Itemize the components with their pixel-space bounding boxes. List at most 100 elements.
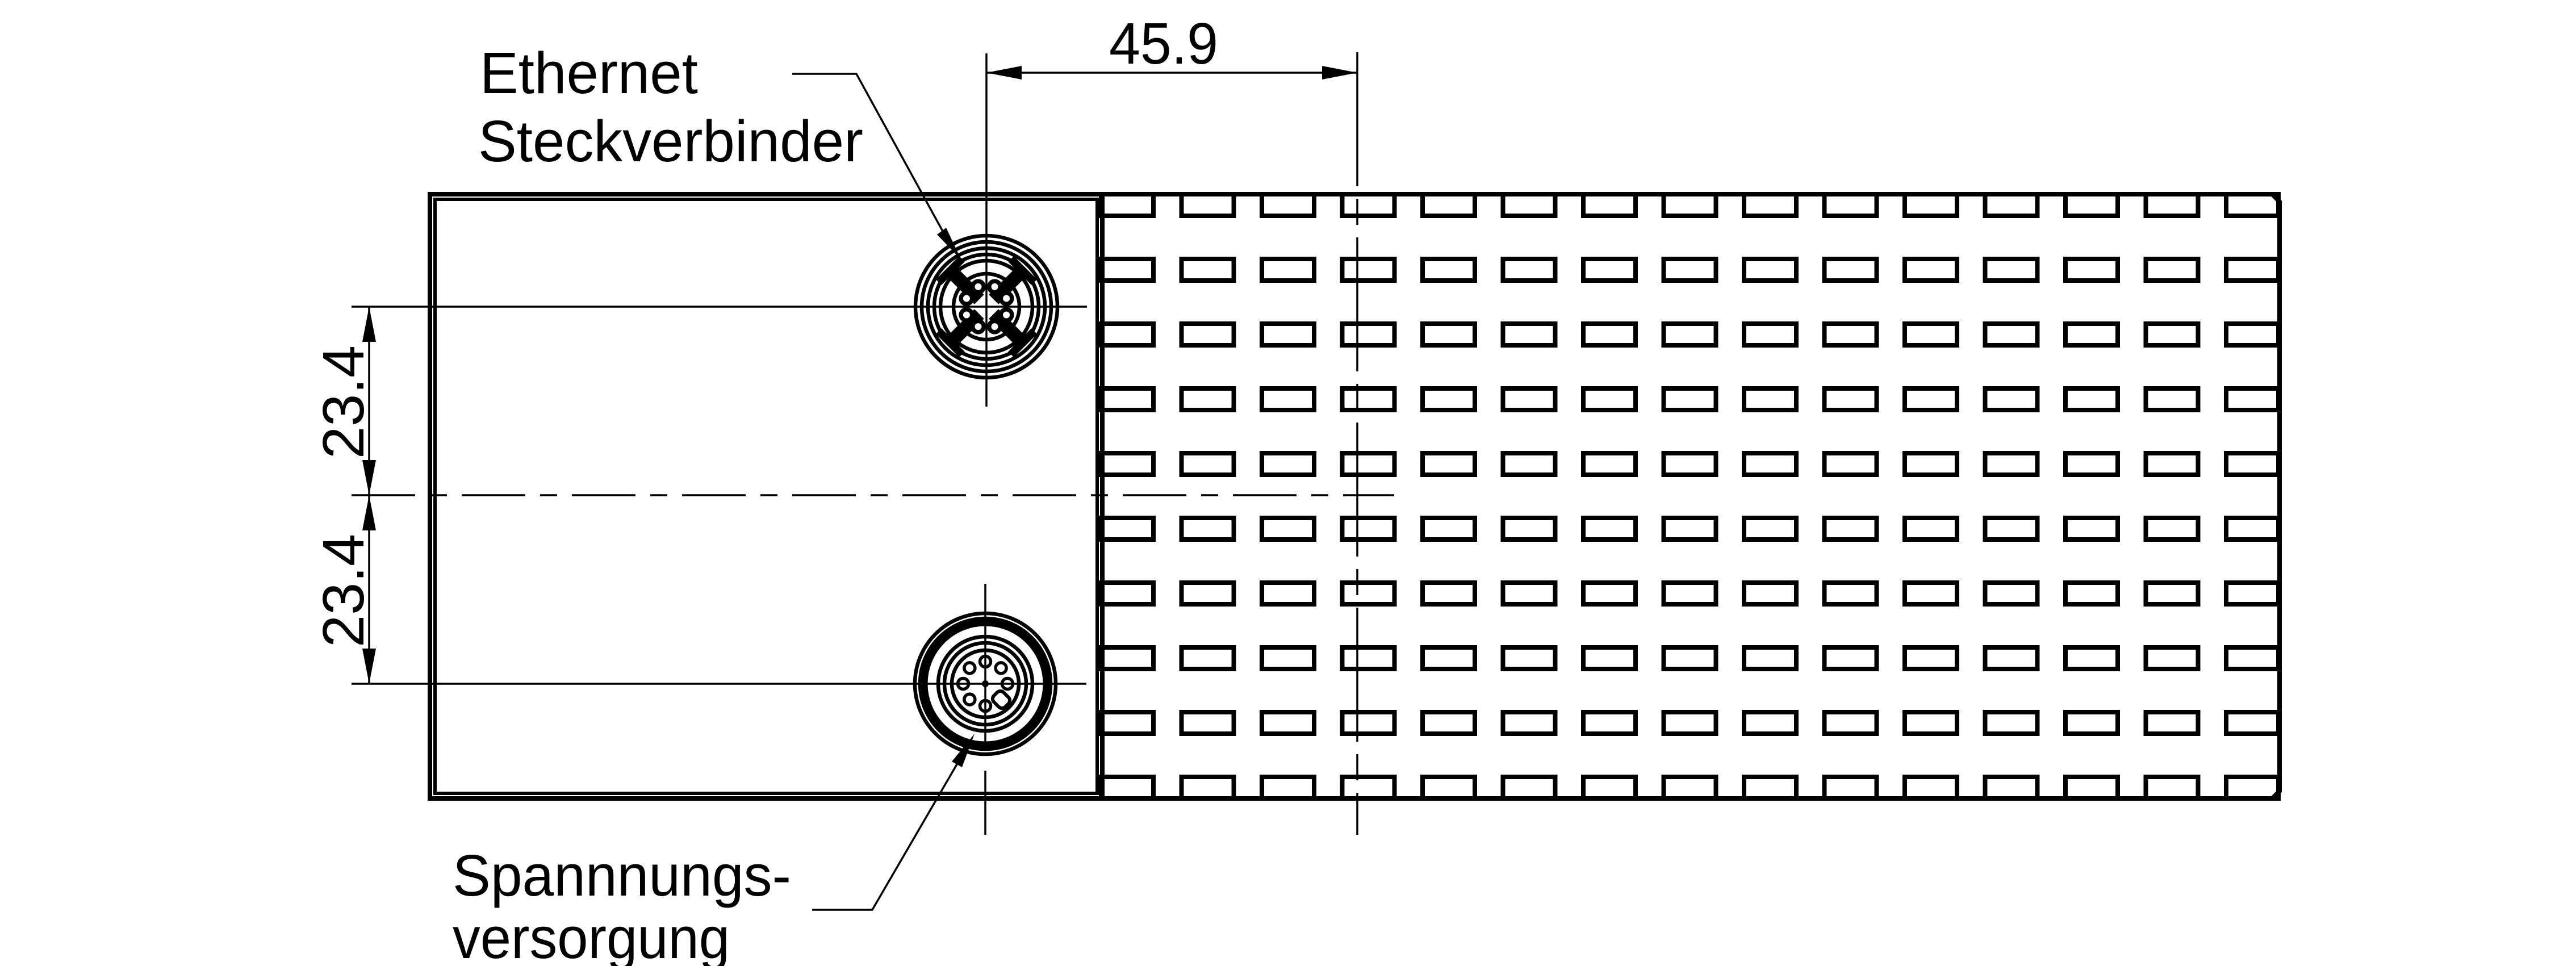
vent-slot	[2143, 192, 2201, 218]
keyway-notch	[990, 689, 1012, 710]
vent-slot	[1500, 516, 1558, 542]
ethernet-pin-hole	[991, 283, 998, 290]
vent-slot	[1179, 257, 1236, 283]
vent-slot	[2143, 645, 2201, 671]
vent-slot	[1661, 451, 1718, 477]
power-leader-arrowhead	[952, 734, 975, 767]
vent-slot	[1099, 386, 1156, 412]
vent-slot	[1500, 257, 1558, 283]
connector-ring	[918, 616, 1053, 751]
vent-slot	[1179, 580, 1236, 607]
power-pin	[994, 661, 1008, 675]
power-pin	[963, 661, 977, 675]
vent-slot	[1661, 775, 1718, 801]
vent-slot	[1260, 192, 1316, 218]
vent-slot	[1099, 580, 1156, 607]
vent-slot	[1661, 257, 1718, 283]
power-center-dot	[982, 680, 989, 687]
vent-slot	[1099, 645, 1156, 671]
vent-slot	[1500, 710, 1558, 736]
vent-slot	[2224, 192, 2281, 218]
vent-slot	[1983, 451, 2040, 477]
vent-slot	[1420, 451, 1477, 477]
vent-slot	[2224, 516, 2281, 542]
ethernet-pin-hole	[1003, 295, 1010, 302]
connector-ring	[926, 246, 1047, 367]
vent-slot	[1340, 451, 1397, 477]
vent-slot	[1581, 645, 1638, 671]
vent-slot	[1420, 775, 1477, 801]
power-leader-line	[812, 749, 967, 911]
vent-slot	[2224, 775, 2281, 801]
vent-slot	[1983, 645, 2040, 671]
connector-ring	[938, 258, 1035, 355]
vent-slot	[2224, 321, 2281, 348]
vent-slot	[2143, 386, 2201, 412]
vent-slot	[1581, 257, 1638, 283]
vent-slot	[1099, 321, 1156, 348]
vent-slot	[1742, 386, 1799, 412]
connector-ring	[932, 252, 1041, 361]
vent-slot	[2063, 516, 2120, 542]
vent-slot	[1742, 775, 1799, 801]
vent-slot	[1500, 775, 1558, 801]
vent-slot	[2224, 451, 2281, 477]
vent-slot	[1581, 386, 1638, 412]
vent-slot	[2224, 645, 2281, 671]
vent-slot	[1179, 192, 1236, 218]
vent-slot	[1179, 321, 1236, 348]
connector-ring	[950, 648, 1021, 720]
vent-slot	[2063, 386, 2120, 412]
vent-slot	[1902, 386, 1959, 412]
vent-slot	[1983, 516, 2040, 542]
vent-slot	[1500, 645, 1558, 671]
vent-slot	[1099, 516, 1156, 542]
vent-slot	[1742, 321, 1799, 348]
vent-slot	[1661, 580, 1718, 607]
ethernet-pin-hole	[975, 323, 982, 331]
body-inner-line	[433, 198, 1099, 795]
ethernet-pin-hole	[975, 283, 982, 290]
vent-slot	[1099, 775, 1156, 801]
dim-arrow-up-top	[362, 307, 376, 342]
vent-slot	[1661, 192, 1718, 218]
vent-slot	[1340, 386, 1397, 412]
vent-slot	[1420, 516, 1477, 542]
vent-slot	[1500, 321, 1558, 348]
vent-slot	[1581, 580, 1638, 607]
connector-ring	[951, 271, 1022, 342]
vent-slot	[1983, 580, 2040, 607]
power-rings	[913, 611, 1058, 756]
vent-slot	[2224, 710, 2281, 736]
vent-slot	[1099, 192, 1156, 218]
vent-slot	[1099, 710, 1156, 736]
vent-slot	[1260, 321, 1316, 348]
vent-slot	[1500, 451, 1558, 477]
ethernet-connector	[913, 233, 1060, 380]
vent-slot	[1260, 710, 1316, 736]
vent-slot	[1260, 257, 1316, 283]
dimension-value-23-4-lower: 23.4	[311, 534, 376, 647]
vent-slot	[1260, 645, 1316, 671]
vent-slot	[2063, 645, 2120, 671]
ethernet-leader-arrowhead	[937, 228, 961, 260]
vent-slot	[1742, 580, 1799, 607]
vent-slot	[1420, 257, 1477, 283]
vent-slot	[1581, 516, 1638, 542]
dimension-vertical-23-4: 23.4 23.4	[311, 307, 376, 684]
centerlines	[352, 52, 1394, 835]
vent-slot	[1902, 775, 1959, 801]
power-label: Spannnungs- versorgung	[453, 734, 975, 966]
vent-slot	[1340, 257, 1397, 283]
power-pin	[978, 699, 993, 713]
vent-grid	[1099, 192, 2282, 801]
power-pin	[956, 676, 971, 691]
vent-slot	[1179, 775, 1236, 801]
vent-slot	[1822, 321, 1879, 348]
vent-slot	[1340, 580, 1397, 607]
power-pin	[1000, 676, 1015, 691]
vent-slot	[1581, 775, 1638, 801]
vent-slot	[1340, 516, 1397, 542]
